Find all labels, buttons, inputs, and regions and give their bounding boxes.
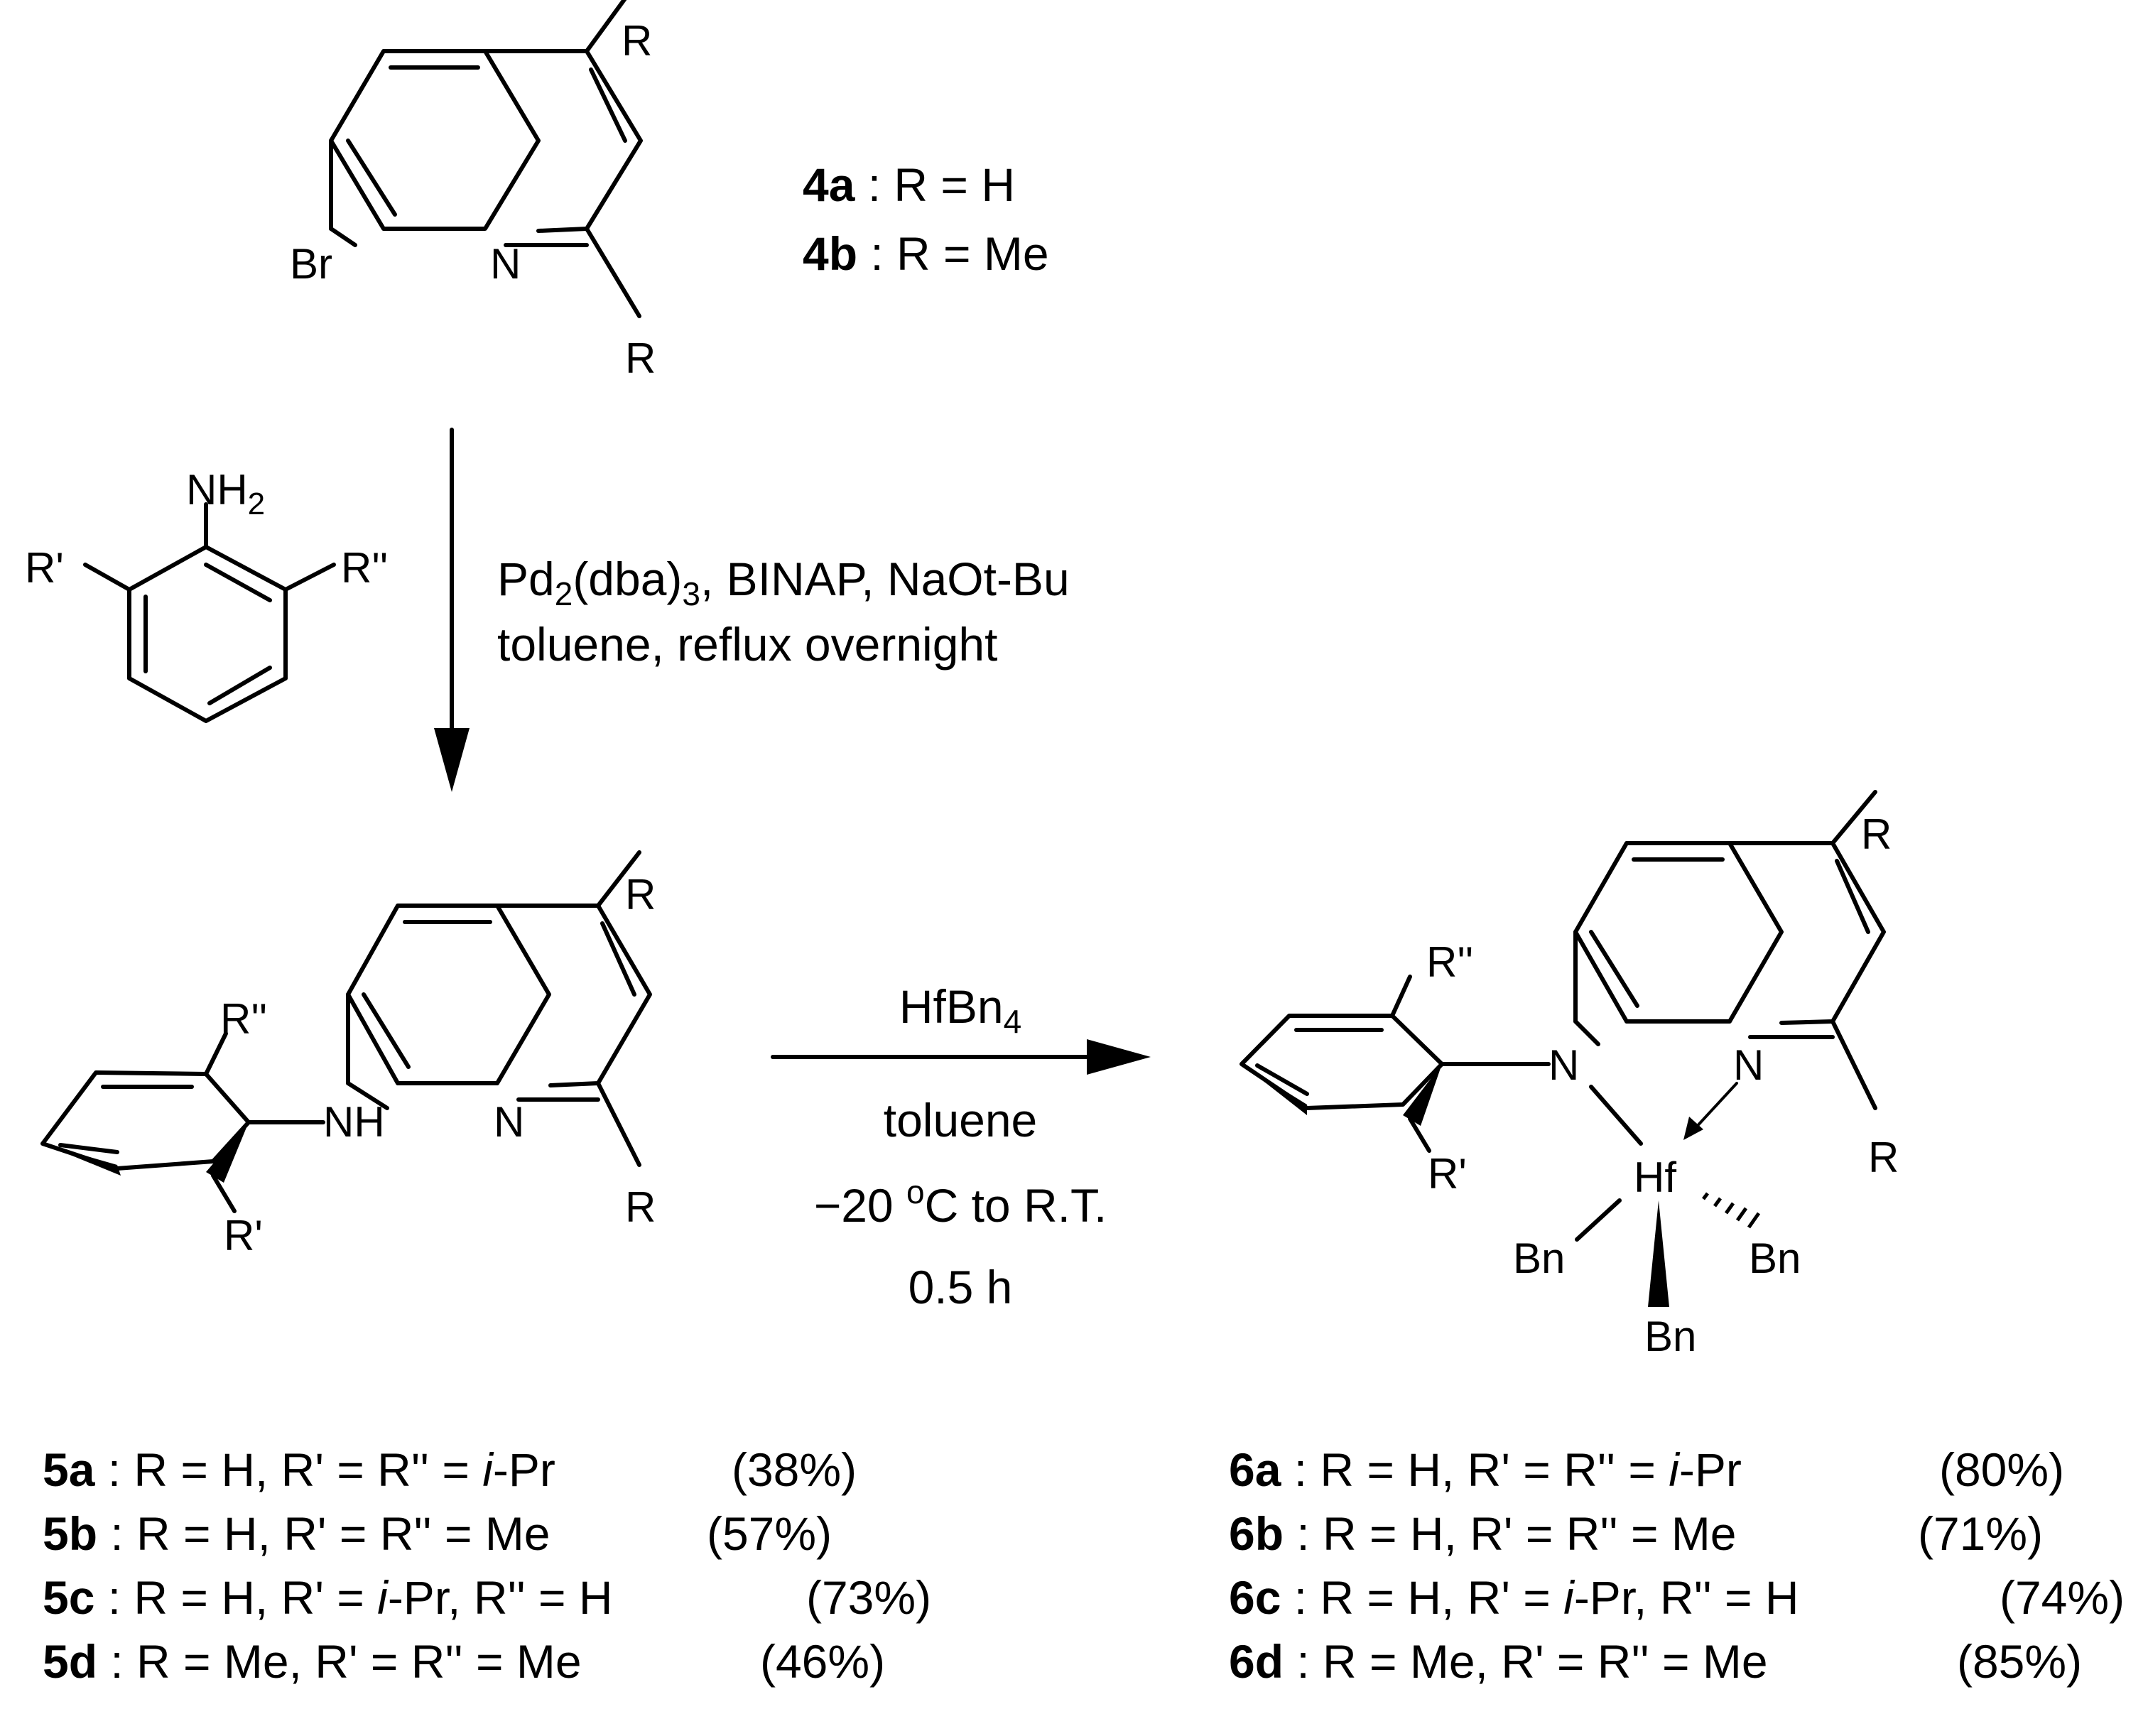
compound-5c-yield: (73%) xyxy=(806,1571,931,1624)
r-prime-substituent-aniline: R' xyxy=(25,544,64,592)
benzyl-group-bottom: Bn xyxy=(1644,1313,1696,1360)
amine-nh-5: NH xyxy=(323,1098,385,1146)
quinoline-5-structure xyxy=(346,850,652,1167)
reaction-arrow-step2 xyxy=(771,1039,1151,1075)
reaction-arrow-step1 xyxy=(434,428,470,792)
r-substituent-4-top: R xyxy=(622,17,652,65)
compound-4-labels: 4a : R = H 4b : R = Me xyxy=(803,158,1049,280)
compound-5d-yield: (46%) xyxy=(760,1635,885,1688)
r-substituent-6-bottom: R xyxy=(1868,1134,1899,1181)
r-substituent-6-top: R xyxy=(1861,810,1892,858)
quinoline-nitrogen: N xyxy=(490,240,521,288)
svg-text:4b : R = Me: 4b : R = Me xyxy=(803,227,1049,280)
amido-nitrogen-6: N xyxy=(1548,1041,1579,1089)
amine-group: NH2 xyxy=(186,466,265,521)
compound-6c-yield: (74%) xyxy=(2000,1571,2125,1624)
compound-6d-row: 6d : R = Me, R' = R'' = Me xyxy=(1229,1635,1768,1688)
r-substituent-5-top: R xyxy=(625,871,656,918)
compound-6d-yield: (85%) xyxy=(1957,1635,2082,1688)
benzyl-group-right: Bn xyxy=(1749,1235,1801,1282)
compound-6b-yield: (71%) xyxy=(1918,1507,2043,1560)
bromine-atom: Br xyxy=(290,240,332,288)
compound-4a-label: 4a xyxy=(803,158,856,211)
quinoline-6-structure xyxy=(1573,790,1886,1110)
aryl-ring-5-structure xyxy=(40,1031,325,1213)
hafnium-coordination-bonds xyxy=(1575,1082,1761,1307)
r-substituent-4-bottom: R xyxy=(625,335,656,382)
compound-5b-yield: (57%) xyxy=(707,1507,832,1560)
compound-5a-yield: (38%) xyxy=(732,1443,857,1496)
compound-5d-row: 5d : R = Me, R' = R'' = Me xyxy=(43,1635,582,1688)
aryl-ring-6-structure xyxy=(1240,975,1551,1153)
r-double-prime-substituent-aniline: R'' xyxy=(341,544,388,592)
step2-solvent: toluene xyxy=(884,1094,1038,1146)
svg-text:4a : R = H: 4a : R = H xyxy=(803,158,1015,211)
compound-4b-label: 4b xyxy=(803,227,857,280)
compound-6a-yield: (80%) xyxy=(1939,1443,2064,1496)
r-double-prime-substituent-5: R'' xyxy=(220,995,267,1043)
r-double-prime-substituent-6: R'' xyxy=(1426,938,1473,986)
quinoline-4-structure xyxy=(329,0,643,318)
compound-6a-row: 6a : R = H, R' = R'' = i-Pr xyxy=(1229,1443,1742,1496)
quinoline-nitrogen-5: N xyxy=(494,1098,524,1146)
r-prime-substituent-5: R' xyxy=(224,1212,263,1259)
step2-reagent: HfBn4 xyxy=(899,980,1021,1040)
hafnium-atom: Hf xyxy=(1634,1154,1676,1201)
r-prime-substituent-6: R' xyxy=(1428,1150,1467,1198)
compound-5-table: 5a : R = H, R' = R'' = i-Pr (38%) 5b : R… xyxy=(43,1443,931,1688)
step2-temperature: −20 oC to R.T. xyxy=(814,1173,1107,1232)
r-substituent-5-bottom: R xyxy=(625,1183,656,1231)
compound-5a-row: 5a : R = H, R' = R'' = i-Pr xyxy=(43,1443,555,1496)
compound-5b-row: 5b : R = H, R' = R'' = Me xyxy=(43,1507,550,1560)
compound-6-table: 6a : R = H, R' = R'' = i-Pr (80%) 6b : R… xyxy=(1229,1443,2125,1688)
compound-6c-row: 6c : R = H, R' = i-Pr, R'' = H xyxy=(1229,1571,1799,1624)
compound-6b-row: 6b : R = H, R' = R'' = Me xyxy=(1229,1507,1737,1560)
step2-time: 0.5 h xyxy=(908,1261,1013,1313)
step1-catalyst-conditions: Pd2(dba)3, BINAP, NaOt-Bu xyxy=(497,553,1070,612)
benzyl-group-left: Bn xyxy=(1513,1235,1565,1282)
quinoline-nitrogen-6: N xyxy=(1733,1041,1764,1089)
step1-solvent-conditions: toluene, reflux overnight xyxy=(497,618,997,671)
compound-5c-row: 5c : R = H, R' = i-Pr, R'' = H xyxy=(43,1571,613,1624)
aniline-structure xyxy=(83,502,336,723)
